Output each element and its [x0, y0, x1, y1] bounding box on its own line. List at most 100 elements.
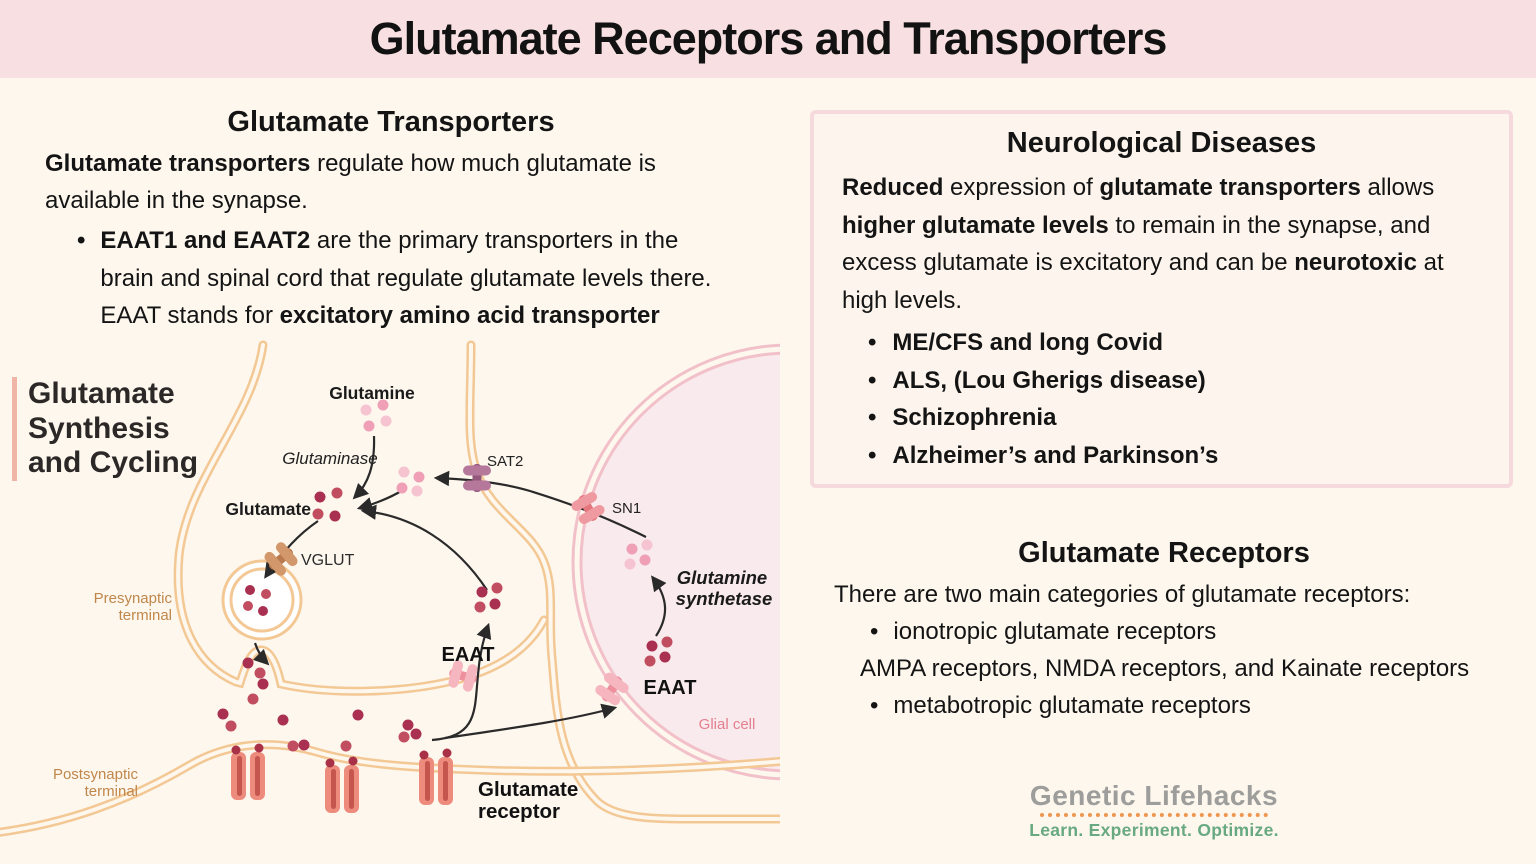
label-glutaminase: Glutaminase — [282, 449, 377, 468]
glutamate-dots-main — [312, 487, 343, 522]
synapse-diagram: Glutamine Glutaminase Glutamate VGLUT SA… — [0, 340, 780, 837]
logo-tagline: Learn. Experiment. Optimize. — [1029, 820, 1279, 840]
diseases-paragraph: Reduced expression of glutamate transpor… — [842, 169, 1481, 319]
page-header: Glutamate Receptors and Transporters — [0, 0, 1536, 78]
receptors-title: Glutamate Receptors — [1018, 537, 1310, 569]
vglut-transporter — [264, 542, 298, 576]
arrow-reuptake-to-glutamate — [360, 504, 488, 591]
diagram-title-line1: Glutamate — [28, 377, 175, 410]
label-postsynaptic-terminal-1: Postsynaptic — [53, 766, 139, 783]
logo-name: Genetic Lifehacks — [1029, 780, 1279, 811]
bullet-bold-eaat: EAAT1 and EAAT2 — [100, 227, 311, 254]
glutamine-dots-glial — [624, 539, 653, 570]
eaat-transporter-glial — [595, 672, 629, 706]
transporters-paragraph-bold: Glutamate transporters — [45, 150, 311, 177]
glutamate-dots-reuptake — [474, 582, 503, 613]
synaptic-vesicle — [221, 559, 303, 641]
transporters-section: Glutamate Transporters Glutamate transpo… — [45, 106, 737, 335]
label-eaat-presynaptic: EAAT — [442, 644, 495, 666]
neurological-diseases-box: Neurological Diseases Reduced expression… — [810, 110, 1513, 488]
axon-membrane-tube — [465, 340, 780, 824]
arrow-vesicle-to-release-site — [252, 642, 270, 666]
seg-glutamate-transporters: glutamate transporters — [1099, 174, 1361, 201]
glutamate-dots-cleft — [217, 657, 422, 752]
list-item: • metabotropic glutamate receptors — [870, 687, 1510, 724]
arrow-glutamine-synthetase — [651, 575, 667, 637]
sat2-transporter — [463, 464, 491, 492]
bullet-icon: • — [868, 404, 877, 431]
logo-dotted-divider — [1040, 813, 1268, 817]
receptors-metabotropic: metabotropic glutamate receptors — [893, 692, 1251, 719]
glutamate-dots-glial — [644, 636, 673, 667]
genetic-lifehacks-logo: Genetic Lifehacks Learn. Experiment. Opt… — [1018, 780, 1290, 841]
label-glutamate-receptor-1: Glutamate — [478, 778, 578, 801]
receptors-intro: There are two main categories of glutama… — [834, 581, 1411, 608]
diagram-title-line2: Synthesis — [28, 411, 170, 445]
arrow-glial-through-sn1-sat2 — [433, 470, 647, 538]
seg-6: to remain in the synapse, and excess glu… — [842, 211, 1431, 277]
disease-schizophrenia: Schizophrenia — [892, 404, 1057, 431]
label-sn1: SN1 — [612, 500, 641, 517]
label-glutamine: Glutamine — [329, 383, 415, 403]
glutamate-receptor — [325, 756, 359, 813]
glutamate-receptor — [231, 743, 265, 800]
label-postsynaptic-terminal-2: terminal — [85, 783, 138, 800]
glutamate-receptor — [419, 748, 453, 805]
glutamine-dots-sat2 — [396, 466, 425, 497]
transporters-paragraph: Glutamate transporters regulate how much… — [45, 146, 737, 219]
label-eaat-glial: EAAT — [644, 677, 697, 699]
receptors-ionotropic: ionotropic glutamate receptors — [893, 618, 1217, 645]
transporters-title: Glutamate Transporters — [227, 106, 555, 138]
list-item: • ALS, (Lou Gherigs disease) — [868, 362, 1481, 400]
transporters-bullet-text: EAAT1 and EAAT2 are the primary transpor… — [100, 222, 737, 335]
diagram-title: Glutamate Synthesis and Cycling — [12, 377, 198, 481]
label-glutamine-synthetase-1: Glutamine — [677, 567, 767, 588]
label-presynaptic-terminal-2: terminal — [119, 607, 172, 624]
bullet-icon: • — [868, 441, 877, 469]
arrow-cleft-to-glial-eaat — [444, 703, 618, 740]
label-sat2: SAT2 — [487, 453, 523, 470]
bullet-bold-excitatory: excitatory amino acid transporter — [279, 302, 660, 329]
bullet-icon: • — [868, 366, 877, 394]
seg-4: allows — [1360, 174, 1435, 201]
bullet-text-mid: are the primary transporters in the brai… — [100, 227, 712, 329]
list-item: • Alzheimer’s and Parkinson’s — [868, 437, 1481, 475]
eaat-transporter-presynaptic — [448, 660, 478, 692]
list-item: • ionotropic glutamate receptors — [870, 613, 1510, 650]
diagram-title-line3: and Cycling — [28, 446, 199, 479]
transporters-paragraph-rest: regulate how much glutamate is available… — [45, 150, 656, 214]
arrow-sat2-dots-to-glutamate — [356, 489, 404, 513]
bullet-icon: • — [870, 618, 879, 645]
label-glutamate-receptor-2: receptor — [478, 800, 560, 823]
list-item: • Schizophrenia — [868, 399, 1481, 437]
glutamine-dots-free — [360, 399, 392, 432]
seg-higher-levels: higher glutamate levels — [842, 211, 1109, 239]
label-presynaptic-terminal-1: Presynaptic — [94, 590, 173, 607]
glutamate-receptors-section: Glutamate Receptors There are two main c… — [818, 537, 1510, 724]
bullet-icon: • — [868, 329, 877, 356]
label-glutamine-synthetase-2: synthetase — [676, 588, 773, 609]
seg-reduced: Reduced — [842, 174, 944, 201]
arrow-glutamate-into-vesicle — [264, 520, 319, 579]
disease-mecfs: ME/CFS and long Covid — [892, 329, 1164, 356]
seg-2: expression of — [943, 174, 1100, 201]
seg-neurotoxic: neurotoxic — [1294, 249, 1417, 276]
page-title: Glutamate Receptors and Transporters — [369, 13, 1168, 64]
label-vglut: VGLUT — [301, 552, 355, 569]
sn1-transporter — [571, 492, 605, 524]
postsynaptic-membrane — [0, 740, 780, 837]
label-glial-cell: Glial cell — [699, 716, 756, 733]
diseases-list: • ME/CFS and long Covid • ALS, (Lou Gherig… — [868, 324, 1481, 474]
transporters-bullet: • EAAT1 and EAAT2 are the primary transp… — [77, 222, 737, 335]
disease-alzheimers: Alzheimer’s and Parkinson’s — [892, 441, 1219, 469]
glial-cell — [571, 343, 780, 781]
seg-8: at high levels. — [842, 249, 1444, 314]
diseases-title: Neurological Diseases — [1006, 127, 1317, 159]
label-glutamate: Glutamate — [225, 499, 311, 519]
bullet-icon: • — [77, 227, 86, 254]
receptors-subline: AMPA receptors, NMDA receptors, and Kain… — [860, 655, 1470, 682]
arrow-glutamine-to-glutamate — [352, 435, 376, 500]
disease-als: ALS, (Lou Gherigs disease) — [892, 366, 1206, 394]
bullet-icon: • — [870, 692, 879, 719]
